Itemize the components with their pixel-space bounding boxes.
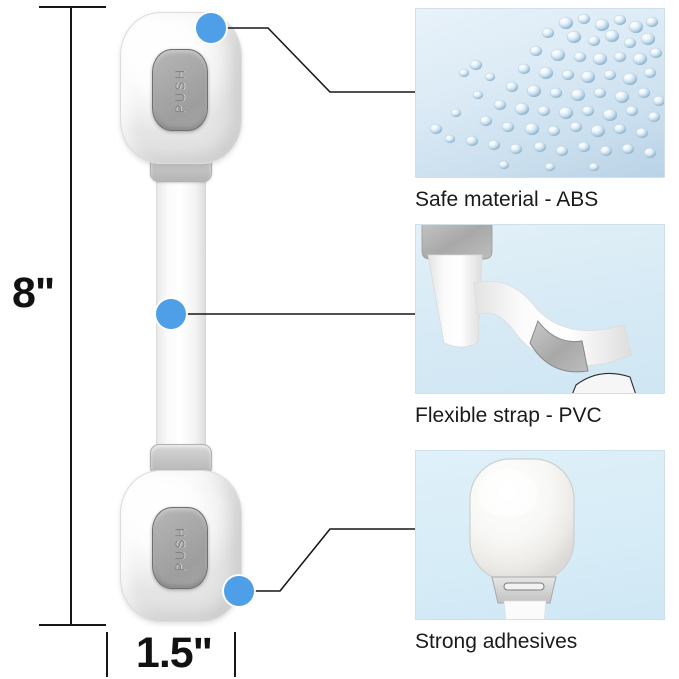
callout-dot-strong-adhesives[interactable]: [224, 576, 254, 606]
feature-caption-safe-material: Safe material - ABS: [415, 188, 599, 211]
height-tick-bottom: [39, 624, 106, 626]
callout-dot-safe-material[interactable]: [196, 13, 226, 43]
push-button-bottom[interactable]: PUSH: [152, 507, 208, 589]
width-tick-right: [234, 632, 236, 677]
feature-panel-safe-material: Safe material - ABS: [415, 8, 665, 212]
push-button-top-label: PUSH: [172, 67, 188, 113]
feature-caption-strong-adhesives: Strong adhesives: [415, 630, 578, 653]
lock-body-bottom: PUSH: [120, 470, 242, 622]
push-button-bottom-label: PUSH: [172, 525, 188, 571]
feature-panel-flexible-strap: Flexible strap - PVC: [415, 224, 665, 428]
width-tick-left: [106, 632, 108, 677]
push-button-top[interactable]: PUSH: [152, 49, 208, 131]
callout-dot-flexible-strap[interactable]: [156, 299, 186, 329]
width-label: 1.5": [135, 629, 213, 677]
height-tick-top: [39, 6, 106, 8]
feature-image-safe-material: [415, 8, 665, 178]
flexible-strap-illustration: [421, 225, 636, 393]
feature-image-flexible-strap: [415, 224, 665, 394]
feature-image-strong-adhesives: [415, 450, 665, 620]
abs-pellets-illustration: [429, 13, 664, 172]
feature-panel-strong-adhesives: Strong adhesives: [415, 450, 665, 654]
height-label: 8": [12, 269, 55, 317]
strong-adhesives-illustration: [469, 458, 575, 619]
feature-caption-flexible-strap: Flexible strap - PVC: [415, 404, 602, 427]
height-dimension-line: [70, 7, 72, 626]
product-illustration: PUSH PUSH: [104, 0, 284, 640]
